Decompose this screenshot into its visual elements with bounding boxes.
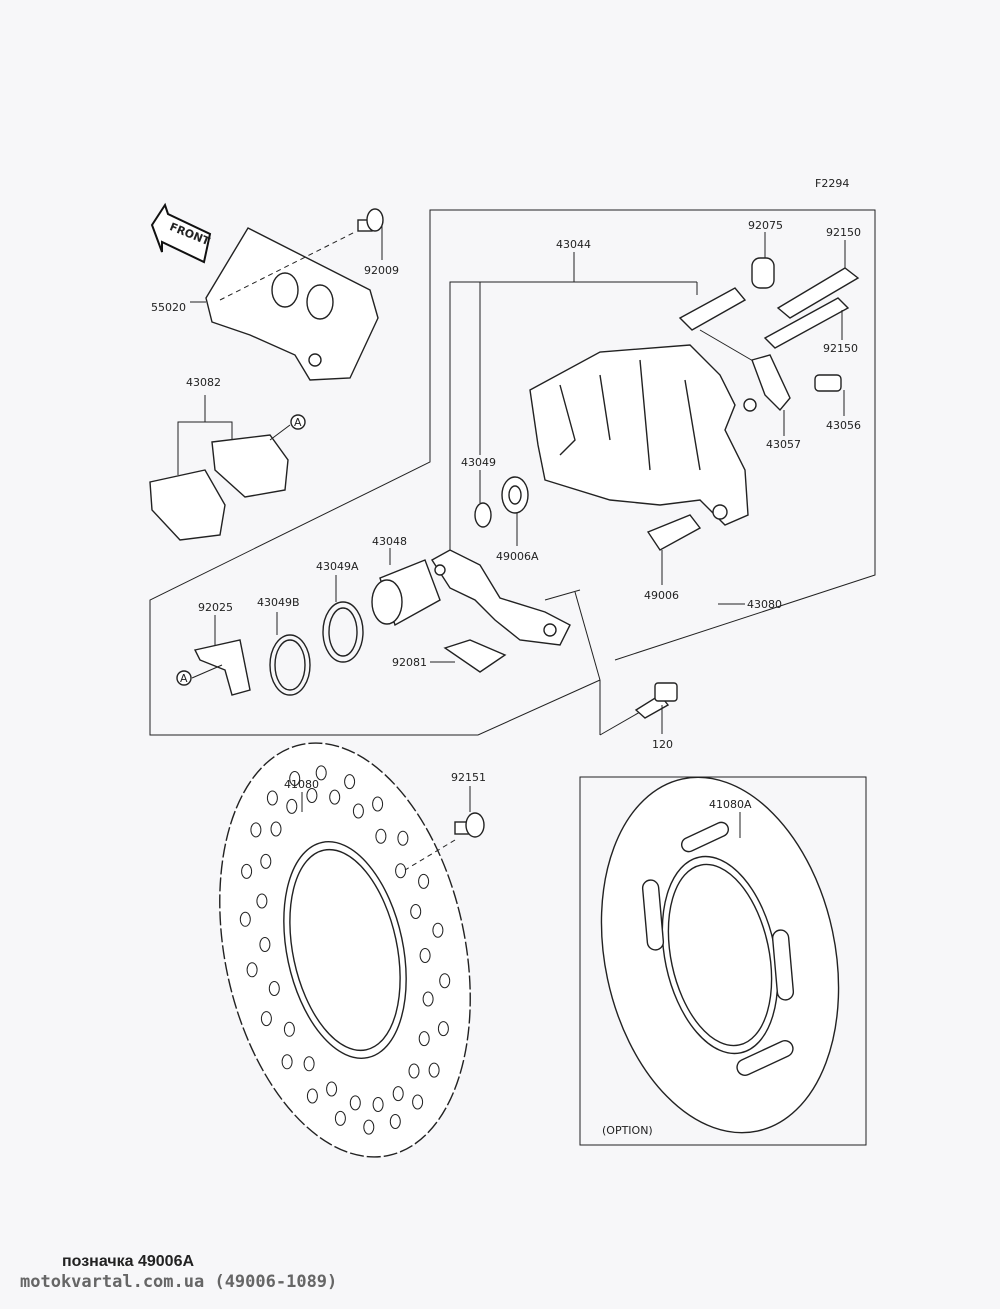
disc-hole xyxy=(259,937,271,952)
part-label-43049A: 43049A xyxy=(316,560,359,573)
disc-hole xyxy=(283,1021,295,1037)
disc-hole xyxy=(418,1031,430,1047)
disc-hole xyxy=(363,1119,375,1135)
bolt-92009 xyxy=(357,208,384,232)
disc-hole xyxy=(315,765,327,781)
disc-hole xyxy=(326,1081,338,1097)
part-label-43082: 43082 xyxy=(186,376,221,389)
disc-hole xyxy=(439,973,451,989)
disc-hole xyxy=(397,830,409,846)
part-label-49006: 49006 xyxy=(644,589,679,602)
bolt-92151 xyxy=(454,812,485,838)
disc-hole xyxy=(432,922,444,938)
reference-mark-a: A xyxy=(290,414,306,430)
svg-text:A: A xyxy=(294,416,302,429)
part-label-43049B: 43049B xyxy=(257,596,300,609)
brake-pad xyxy=(211,434,289,498)
pad-plate-92081 xyxy=(443,639,507,673)
site-watermark: motokvartal.com.ua (49006-1089) xyxy=(20,1272,338,1292)
disc-hole xyxy=(428,1062,440,1078)
part-label-49006A: 49006A xyxy=(496,550,539,563)
part-label-41080A: 41080A xyxy=(709,798,752,811)
svg-text:A: A xyxy=(180,672,188,685)
part-label-43049: 43049 xyxy=(461,456,496,469)
part-label-92151: 92151 xyxy=(451,771,486,784)
disc-hole xyxy=(418,873,430,889)
seal-43049B xyxy=(269,634,311,696)
bolt-49006 xyxy=(646,514,702,551)
disc-hole xyxy=(410,904,422,919)
part-label-43057: 43057 xyxy=(766,438,801,451)
disc-hole xyxy=(260,853,272,869)
disc-hole xyxy=(281,1054,293,1070)
part-label-120: 120 xyxy=(652,738,673,751)
part-label-43048: 43048 xyxy=(372,535,407,548)
part-label-92025: 92025 xyxy=(198,601,233,614)
disc-hole xyxy=(303,1056,315,1072)
disc-hole xyxy=(408,1063,420,1079)
brake-disc-41080A xyxy=(600,776,840,1134)
disc-hole xyxy=(419,948,431,963)
reference-mark-a: A xyxy=(176,670,192,686)
disc-hole xyxy=(266,790,278,806)
caliper-bracket xyxy=(431,549,571,646)
part-label-43044: 43044 xyxy=(556,238,591,251)
disc-hole xyxy=(352,803,364,819)
disc-hole xyxy=(412,1094,424,1110)
disc-hole xyxy=(270,821,282,837)
part-label-43080: 43080 xyxy=(747,598,782,611)
disc-hole xyxy=(372,1097,384,1112)
disc-hole xyxy=(344,774,356,790)
disc-hole xyxy=(246,962,258,978)
pin-92150 xyxy=(776,267,860,319)
brake-pad xyxy=(149,469,226,541)
front-arrow-icon: FRONT xyxy=(150,202,212,264)
pad-spring-92025 xyxy=(193,639,251,696)
part-label-92150: 92150 xyxy=(823,342,858,355)
disc-hole xyxy=(250,822,262,838)
disc-hole xyxy=(334,1110,346,1126)
disc-hole xyxy=(286,798,298,814)
option-frame xyxy=(579,776,867,1146)
disc-hole xyxy=(372,796,384,812)
caliper-body xyxy=(529,344,749,526)
washer-43049 xyxy=(474,502,492,528)
part-label-55020: 55020 xyxy=(151,301,186,314)
bleeder-washer-43057 xyxy=(751,354,791,412)
disc-hole xyxy=(375,828,387,844)
part-label-92075: 92075 xyxy=(748,219,783,232)
disc-hole xyxy=(241,863,253,879)
disc-hole xyxy=(422,991,434,1007)
seal-43049A xyxy=(322,601,364,663)
disc-hole xyxy=(289,771,301,786)
caption: позначка 49006A xyxy=(62,1253,195,1270)
bleeder-valve-43056 xyxy=(814,374,842,392)
disc-hole xyxy=(329,789,341,805)
part-label-92081: 92081 xyxy=(392,656,427,669)
bushing-92075 xyxy=(751,257,775,289)
disc-hole xyxy=(256,893,268,909)
pin-92150 xyxy=(763,297,850,349)
part-label-41080: 41080 xyxy=(284,778,319,791)
option-label: (OPTION) xyxy=(602,1124,653,1137)
brake-disc-41080 xyxy=(219,742,471,1158)
disc-hole xyxy=(239,911,251,927)
disc-hole xyxy=(437,1021,449,1037)
disc-hole xyxy=(395,863,407,879)
disc-hole xyxy=(306,788,318,803)
disc-hole xyxy=(260,1011,272,1027)
part-label-43056: 43056 xyxy=(826,419,861,432)
disc-hole xyxy=(268,981,280,996)
disc-hole xyxy=(389,1114,401,1129)
caliper-piston-43044 xyxy=(678,287,747,331)
disc-hole xyxy=(349,1095,361,1111)
part-label-92009: 92009 xyxy=(364,264,399,277)
disc-hole xyxy=(392,1086,404,1102)
disc-hole xyxy=(306,1088,318,1104)
part-label-92150: 92150 xyxy=(826,226,861,239)
figure-code: F2294 xyxy=(815,177,849,190)
caliper-assembly-frame xyxy=(149,209,876,736)
